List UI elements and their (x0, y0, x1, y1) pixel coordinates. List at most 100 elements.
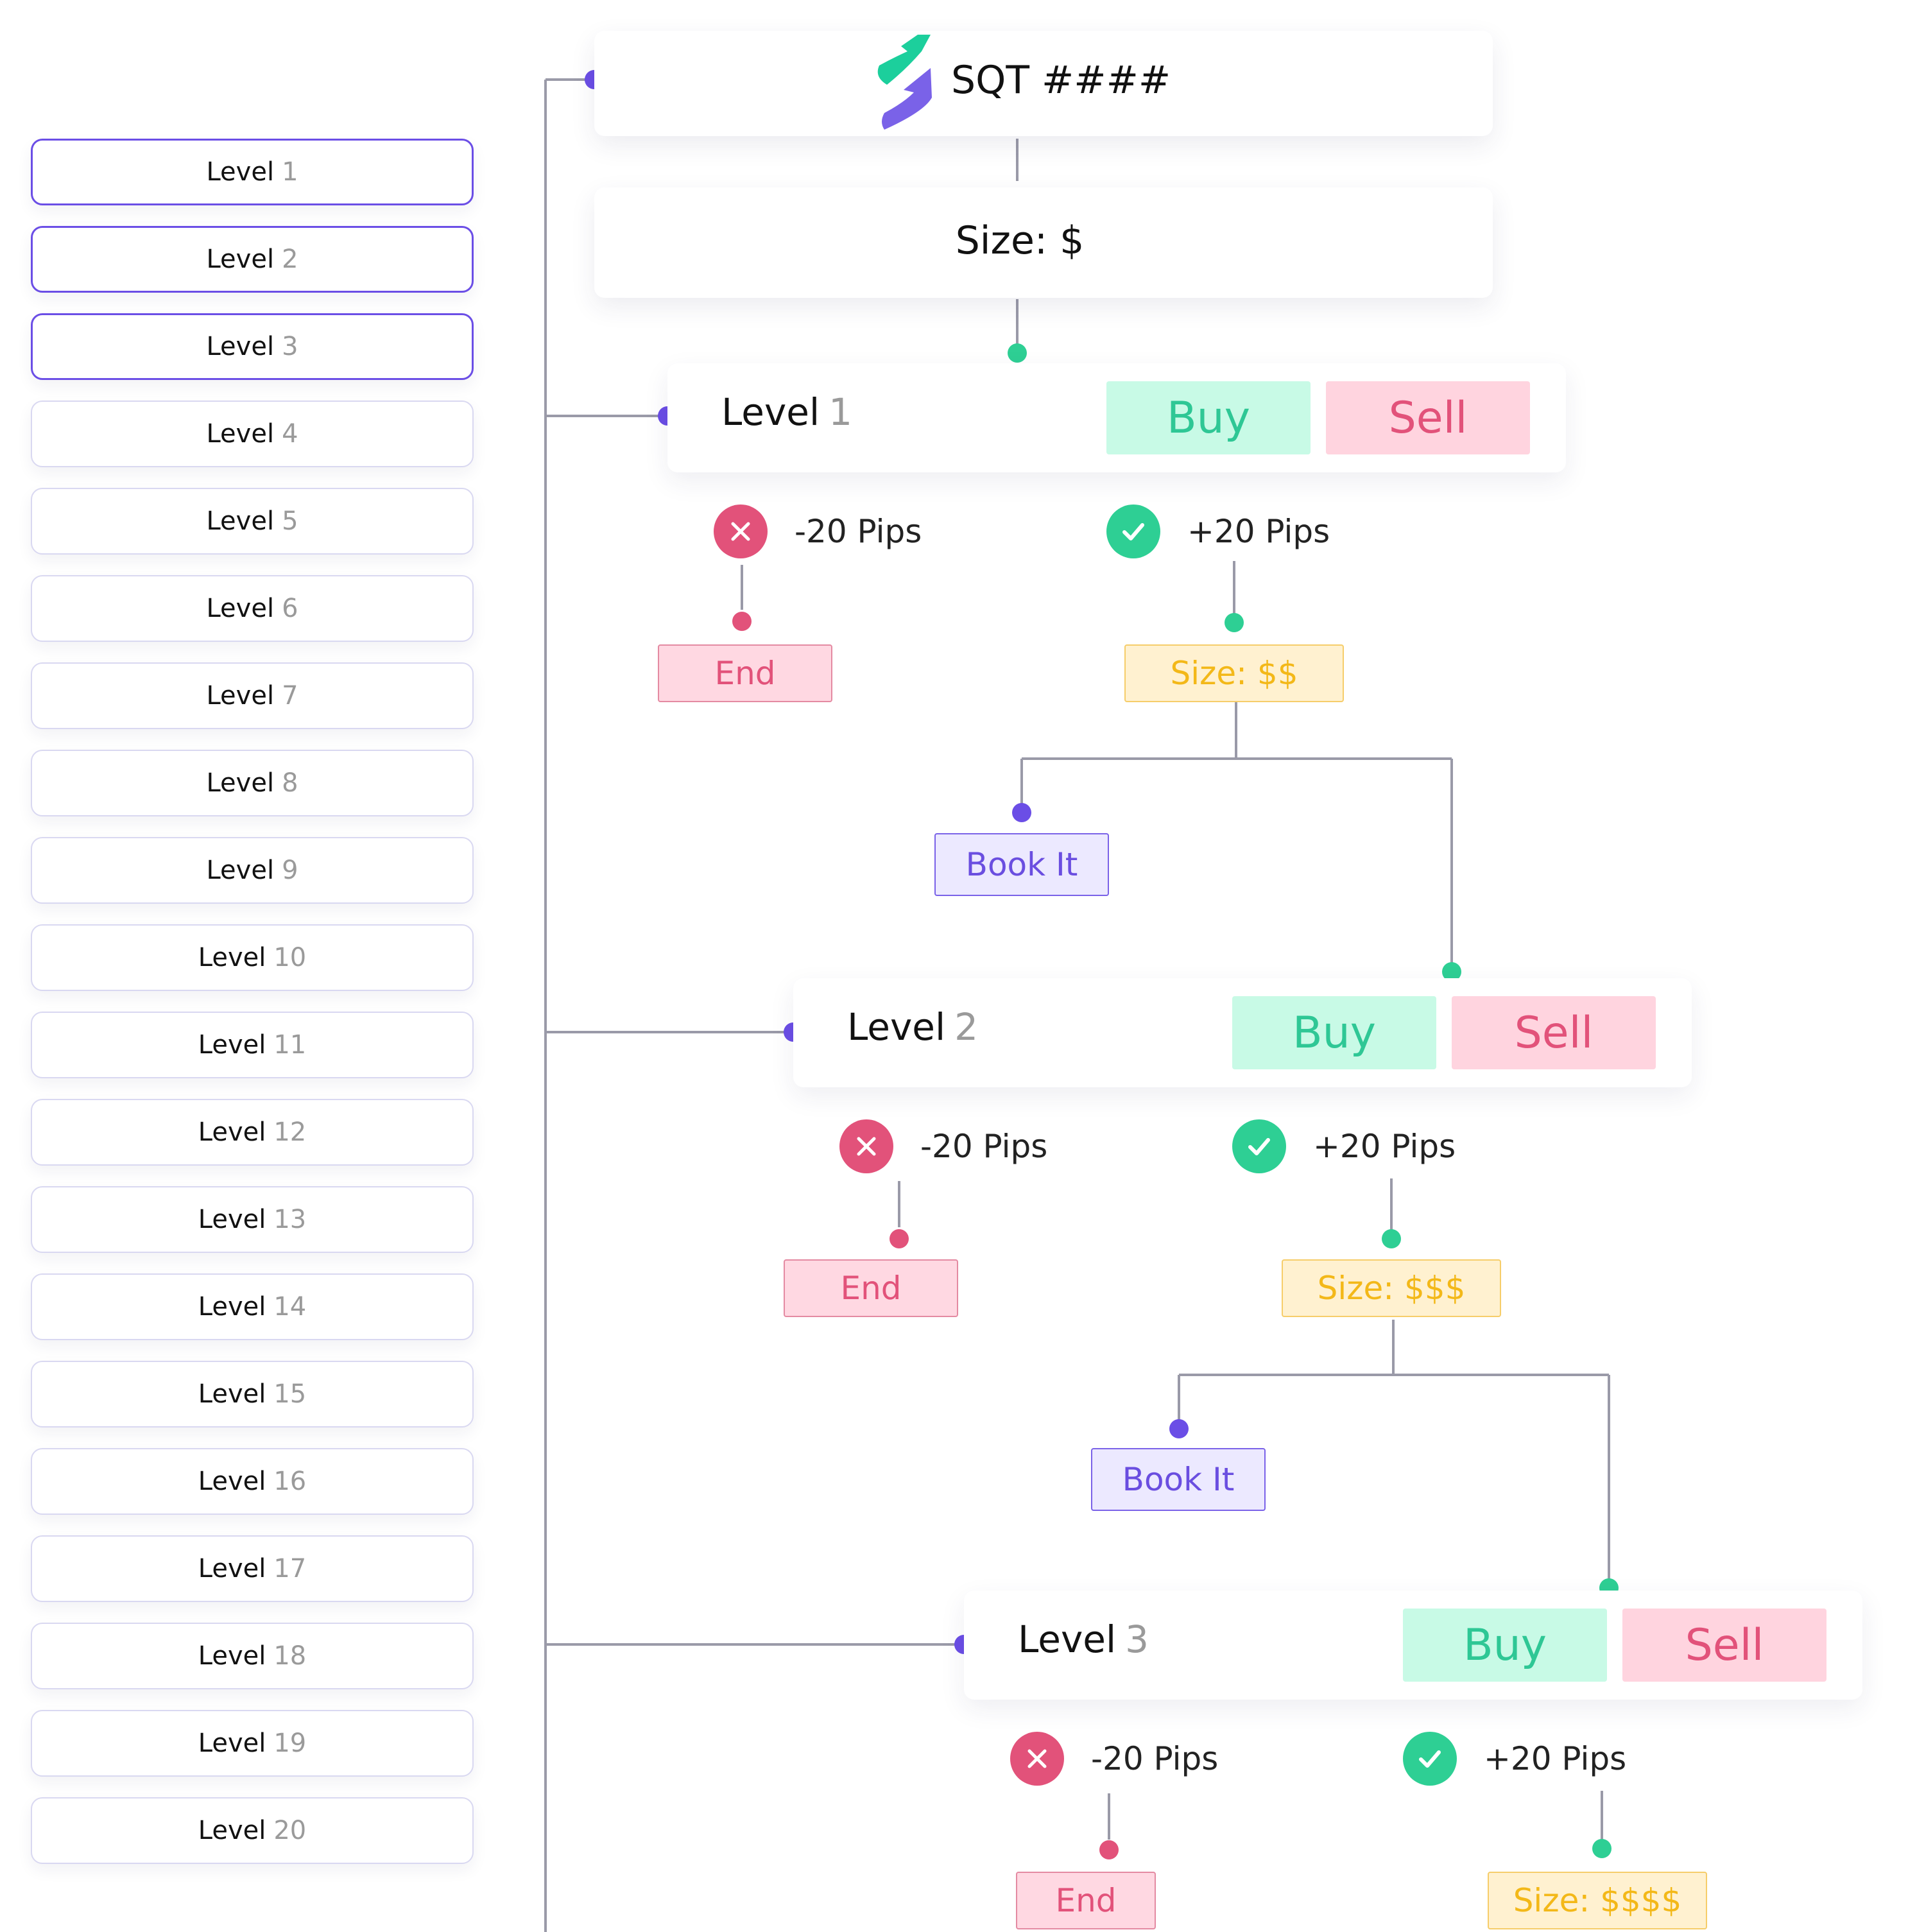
x-circle-icon (839, 1119, 893, 1173)
brand-logo-icon (868, 32, 938, 132)
level-title-label: Level (721, 390, 820, 434)
sidebar-item-label: Level (206, 856, 275, 885)
check-circle-icon (1403, 1732, 1457, 1786)
loss-dot-2 (890, 1229, 909, 1248)
sidebar-item-label: Level (198, 1641, 266, 1671)
loss-outcome: -20 Pips (714, 505, 922, 558)
loss-outcome: -20 Pips (839, 1119, 1047, 1173)
sell-button[interactable]: Sell (1452, 996, 1656, 1069)
size-tag[interactable]: Size: $$$ (1282, 1259, 1501, 1317)
level-title-number: 1 (829, 390, 853, 434)
initial-size-card: Size: $ (594, 187, 1493, 298)
sidebar-item-label: Level (198, 1729, 266, 1758)
sidebar-item-number: 17 (273, 1554, 307, 1583)
sidebar-item-number: 5 (282, 506, 298, 536)
sidebar-item-number: 10 (273, 943, 307, 972)
book-it-tag[interactable]: Book It (934, 833, 1109, 896)
sidebar-item-number: 6 (282, 594, 298, 623)
sell-button[interactable]: Sell (1622, 1609, 1826, 1682)
sidebar-item-number: 15 (273, 1379, 307, 1409)
sidebar-item-label: Level (206, 768, 275, 798)
end-tag[interactable]: End (784, 1259, 958, 1317)
sidebar-item-number: 11 (273, 1030, 307, 1060)
sidebar-item-label: Level (198, 1379, 266, 1409)
loss-pips-label: -20 Pips (1091, 1740, 1219, 1777)
end-tag[interactable]: End (658, 644, 832, 702)
sidebar-item-label: Level (198, 1030, 266, 1060)
level-title-label: Level (1018, 1617, 1117, 1661)
sidebar-item-label: Level (198, 1554, 266, 1583)
check-circle-icon (1232, 1119, 1286, 1173)
size-tag[interactable]: Size: $$ (1124, 644, 1344, 702)
header-card: SQT #### (594, 31, 1493, 136)
loss-pips-label: -20 Pips (920, 1128, 1048, 1165)
loss-pips-label: -20 Pips (795, 513, 922, 550)
end-tag[interactable]: End (1016, 1872, 1156, 1929)
sidebar-item-number: 20 (273, 1816, 307, 1845)
sidebar-item-label: Level (206, 681, 275, 711)
sidebar-item-label: Level (206, 594, 275, 623)
buy-button[interactable]: Buy (1403, 1609, 1607, 1682)
page-title: SQT #### (951, 58, 1171, 103)
sidebar-item-label: Level (198, 943, 266, 972)
sidebar-item-label: Level (206, 332, 275, 361)
sidebar-item-number: 7 (282, 681, 298, 711)
sidebar-item-number: 8 (282, 768, 298, 798)
sidebar-item-label: Level (206, 506, 275, 536)
sidebar-item-number: 13 (273, 1205, 307, 1234)
loss-dot-3 (1099, 1840, 1119, 1859)
sidebar-item-label: Level (198, 1467, 266, 1496)
sidebar-item-label: Level (198, 1816, 266, 1845)
sidebar-item-label: Level (206, 245, 275, 274)
book-it-tag[interactable]: Book It (1091, 1448, 1266, 1511)
sell-button[interactable]: Sell (1326, 381, 1530, 454)
sidebar-item-number: 9 (282, 856, 298, 885)
win-pips-label: +20 Pips (1484, 1740, 1627, 1777)
level-title-number: 2 (954, 1005, 979, 1049)
sidebar-item-number: 19 (273, 1729, 307, 1758)
win-dot-3 (1592, 1839, 1611, 1858)
check-circle-icon (1106, 505, 1160, 558)
book-dot-2 (1169, 1419, 1189, 1438)
sidebar-item-number: 4 (282, 419, 298, 449)
buy-button[interactable]: Buy (1106, 381, 1311, 454)
sidebar-item-number: 14 (273, 1292, 307, 1322)
size-dot (1008, 343, 1027, 363)
win-outcome: +20 Pips (1232, 1119, 1456, 1173)
buy-button[interactable]: Buy (1232, 996, 1436, 1069)
next-level-dot-2 (1442, 962, 1461, 981)
win-outcome: +20 Pips (1106, 505, 1330, 558)
sidebar-item-label: Level (198, 1292, 266, 1322)
size-tag[interactable]: Size: $$$$ (1488, 1872, 1707, 1929)
sidebar-item-number: 18 (273, 1641, 307, 1671)
x-circle-icon (1010, 1732, 1064, 1786)
sidebar-item-number: 12 (273, 1117, 307, 1147)
sidebar-item-label: Level (206, 157, 275, 187)
